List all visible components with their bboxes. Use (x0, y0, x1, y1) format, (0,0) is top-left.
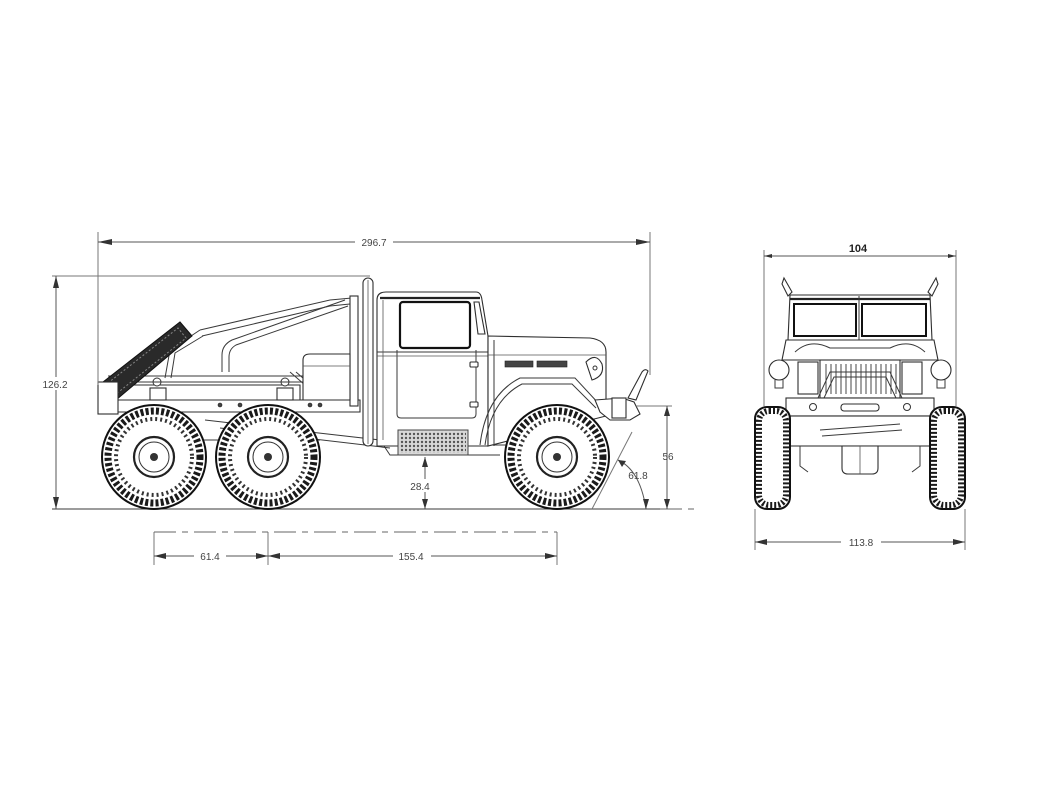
wheel-rear-1 (101, 404, 207, 510)
battery-box (302, 353, 351, 401)
mirror-right (927, 276, 939, 297)
dimension-body-width: 104 (763, 243, 957, 406)
front-tire-right (929, 406, 966, 510)
ground-clearance-label: 28.4 (410, 482, 430, 493)
dimension-axle-spacing: 61.4 155.4 (153, 531, 558, 565)
hood-vent (536, 360, 568, 368)
skid-plate (397, 429, 469, 456)
door (396, 350, 477, 419)
front-height-label: 56 (662, 452, 674, 463)
wheel-front (504, 404, 610, 510)
exhaust-stack (362, 277, 374, 447)
dimension-overall-length: 296.7 (97, 232, 651, 385)
dimension-track-width: 113.8 (754, 509, 966, 550)
spare-tire (97, 321, 193, 415)
body-width-label: 104 (849, 243, 868, 255)
front-bumper (594, 369, 649, 421)
overall-height-label: 126.2 (42, 380, 67, 391)
side-view: 296.7 126.2 28.4 56 (40, 232, 700, 565)
front-tire-left (754, 406, 791, 510)
dimension-front-height: 56 (636, 405, 674, 509)
windshield-right (861, 303, 927, 337)
headlight-left (768, 359, 790, 381)
cab (376, 291, 489, 447)
windshield-left (793, 303, 857, 337)
overall-length-label: 296.7 (361, 238, 386, 249)
approach-angle-label: 61.8 (628, 471, 648, 482)
roll-cage (108, 295, 359, 407)
rear-axle-spacing-label: 61.4 (200, 552, 220, 563)
dimension-approach-angle: 61.8 (591, 431, 649, 510)
front-view: 104 113.8 (754, 243, 966, 550)
dimension-ground-clearance: 28.4 (406, 457, 444, 509)
wheelbase-label: 155.4 (398, 552, 423, 563)
hood-vent (504, 360, 534, 368)
wheel-rear-2 (215, 404, 321, 510)
chassis-frame (99, 377, 553, 456)
dimension-overall-height: 126.2 (40, 275, 370, 509)
mirror-left (781, 276, 793, 297)
side-window (398, 300, 472, 350)
bull-bar (817, 371, 903, 399)
grille (819, 359, 901, 399)
headlight-right (930, 359, 952, 381)
track-width-label: 113.8 (849, 538, 874, 549)
